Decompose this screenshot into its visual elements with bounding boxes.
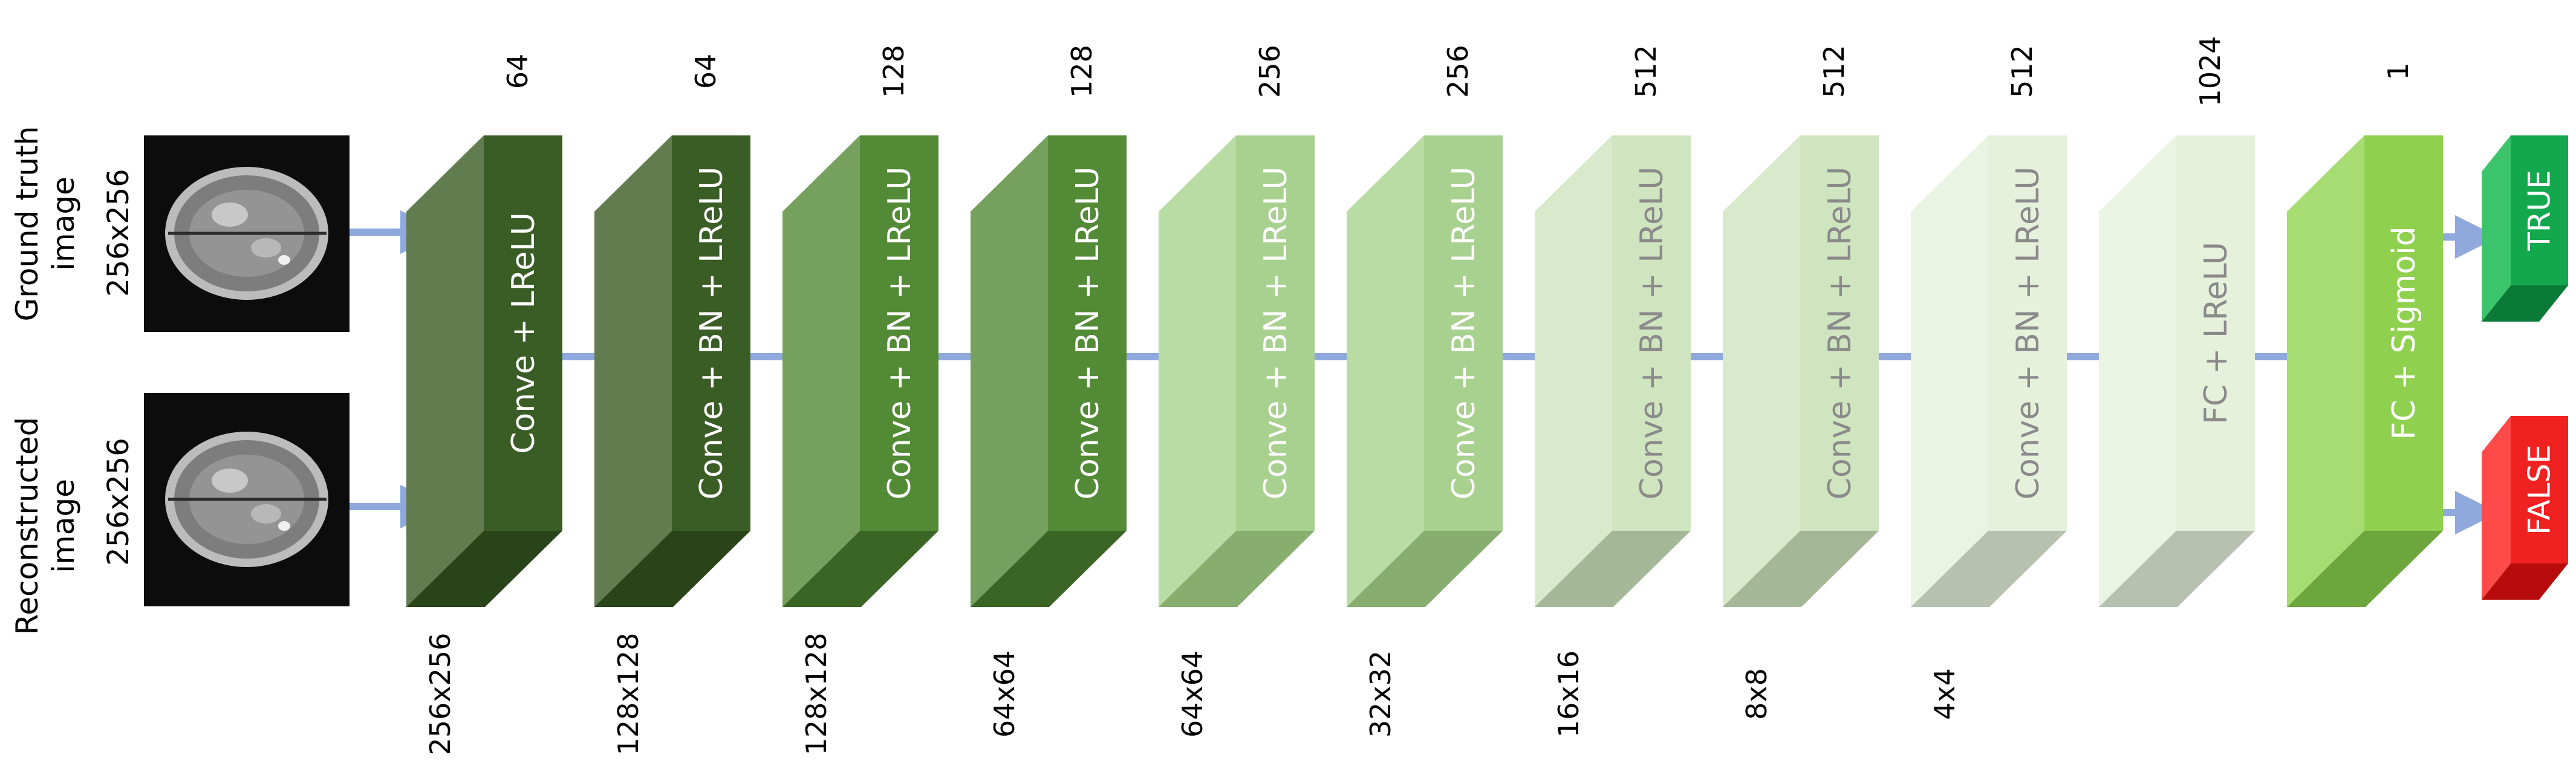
- layer-front-face: [860, 135, 938, 531]
- layer-side-face: [2287, 135, 2364, 607]
- layer-front-face: [1612, 135, 1691, 531]
- layer-name-label: FC + LReLU: [2198, 242, 2234, 424]
- layer-bottom-face: [2099, 531, 2255, 607]
- layer-bottom-face: [1535, 531, 1691, 607]
- input-size-label: 256x256: [102, 438, 135, 566]
- layer-side-face: [1159, 135, 1236, 607]
- layer-channels-label: 1: [2382, 62, 2415, 80]
- layer-11: FC + Sigmoid 1: [2287, 62, 2443, 607]
- layer-channels-label: 512: [1818, 45, 1850, 98]
- layer-front-face: [672, 135, 750, 531]
- layer-bottom-face: [594, 531, 750, 607]
- layer-front-face: [2364, 135, 2443, 531]
- layer-3: Conve + BN + LReLU 128 128x128: [782, 45, 938, 755]
- layer-bottom-face: [406, 531, 562, 607]
- layer-side-face: [406, 135, 484, 607]
- layer-side-face: [782, 135, 860, 607]
- output-front-face: [2511, 416, 2568, 563]
- output-true: TRUE: [2443, 135, 2568, 322]
- layer-name-label: Conve + BN + LReLU: [1258, 167, 1294, 500]
- layer-channels-label: 256: [1442, 45, 1474, 98]
- layer-channels-label: 512: [2006, 45, 2038, 98]
- layer-name-label: Conve + BN + LReLU: [1070, 167, 1106, 500]
- output-bottom-face: [2482, 563, 2568, 600]
- layer-resolution-label: 64x64: [1176, 650, 1209, 738]
- layer-name-label: Conve + BN + LReLU: [1634, 167, 1670, 500]
- layer-6: Conve + BN + LReLU 256 32x32: [1347, 45, 1503, 738]
- layer-name-label: Conve + BN + LReLU: [694, 167, 730, 500]
- layer-resolution-label: 128x128: [800, 633, 833, 756]
- input-label-ground-truth: Ground truth image 256x256: [10, 126, 135, 322]
- layer-resolution-label: 256x256: [424, 633, 457, 756]
- layer-resolution-label: 4x4: [1928, 668, 1961, 720]
- layer-bottom-face: [971, 531, 1127, 607]
- layer-bottom-face: [782, 531, 938, 607]
- layer-side-face: [1911, 135, 1988, 607]
- input-label-reconstructed: Reconstructed image 256x256: [10, 417, 135, 635]
- layer-channels-label: 512: [1630, 45, 1662, 98]
- layer-resolution-label: 64x64: [988, 650, 1021, 738]
- input-label-line2: image: [46, 479, 81, 573]
- output-false: FALSE: [2443, 416, 2568, 600]
- layer-name-label: Conve + BN + LReLU: [1822, 167, 1858, 500]
- output-label: FALSE: [2522, 444, 2557, 535]
- layer-side-face: [1723, 135, 1800, 607]
- layer-4: Conve + BN + LReLU 128 64x64: [971, 45, 1127, 738]
- layer-side-face: [2099, 135, 2176, 607]
- layer-front-face: [1988, 135, 2067, 531]
- layer-resolution-label: 8x8: [1740, 668, 1773, 720]
- layer-front-face: [1048, 135, 1127, 531]
- layer-name-label: Conve + LReLU: [506, 212, 542, 454]
- layer-7: Conve + BN + LReLU 512 16x16: [1535, 45, 1691, 738]
- output-label: TRUE: [2522, 170, 2557, 251]
- layer-bottom-face: [2287, 531, 2443, 607]
- layer-9: Conve + BN + LReLU 512 4x4: [1911, 45, 2067, 720]
- layer-front-face: [1424, 135, 1503, 531]
- output-side-face: [2482, 416, 2511, 600]
- layer-bottom-face: [1723, 531, 1879, 607]
- layer-channels-label: 128: [877, 45, 910, 98]
- layer-bottom-face: [1159, 531, 1315, 607]
- layer-channels-label: 64: [501, 54, 534, 89]
- layer-channels-label: 64: [689, 54, 722, 89]
- input-label-line2: image: [46, 177, 81, 271]
- layer-front-face: [484, 135, 562, 531]
- layer-bottom-face: [1347, 531, 1503, 607]
- layer-side-face: [1347, 135, 1424, 607]
- layer-channels-label: 1024: [2194, 36, 2226, 106]
- mri-image-ground-truth: [144, 135, 350, 332]
- layer-name-label: Conve + BN + LReLU: [882, 167, 918, 500]
- output-side-face: [2482, 135, 2511, 322]
- layer-10: FC + LReLU 1024: [2099, 36, 2255, 607]
- layer-front-face: [1236, 135, 1315, 531]
- layer-side-face: [1535, 135, 1612, 607]
- layer-2: Conve + BN + LReLU 64 128x128: [594, 54, 750, 756]
- layer-front-face: [2176, 135, 2255, 531]
- layer-1: Conve + LReLU 64 256x256: [406, 54, 562, 756]
- layer-resolution-label: 16x16: [1552, 650, 1585, 738]
- layer-side-face: [594, 135, 672, 607]
- layer-name-label: Conve + BN + LReLU: [1446, 167, 1482, 500]
- layer-name-label: Conve + BN + LReLU: [2010, 167, 2046, 500]
- layer-name-label: FC + Sigmoid: [2386, 226, 2422, 440]
- layer-front-face: [1800, 135, 1879, 531]
- output-front-face: [2511, 135, 2568, 285]
- input-size-label: 256x256: [102, 169, 135, 297]
- output-stack: TRUE FALSE: [2443, 135, 2568, 600]
- layer-5: Conve + BN + LReLU 256 64x64: [1159, 45, 1315, 738]
- output-bottom-face: [2482, 285, 2568, 322]
- mri-image-reconstructed: [144, 393, 350, 606]
- layer-8: Conve + BN + LReLU 512 8x8: [1723, 45, 1879, 720]
- layer-side-face: [971, 135, 1048, 607]
- layer-resolution-label: 32x32: [1364, 650, 1397, 738]
- input-label-line1: Ground truth: [10, 126, 45, 322]
- layer-bottom-face: [1911, 531, 2067, 607]
- layer-channels-label: 128: [1065, 45, 1098, 98]
- input-label-line1: Reconstructed: [10, 417, 45, 635]
- layer-channels-label: 256: [1254, 45, 1286, 98]
- layer-resolution-label: 128x128: [612, 633, 645, 756]
- layer-stack: Conve + LReLU 64 256x256 Conve + BN + LReLU…: [406, 36, 2443, 755]
